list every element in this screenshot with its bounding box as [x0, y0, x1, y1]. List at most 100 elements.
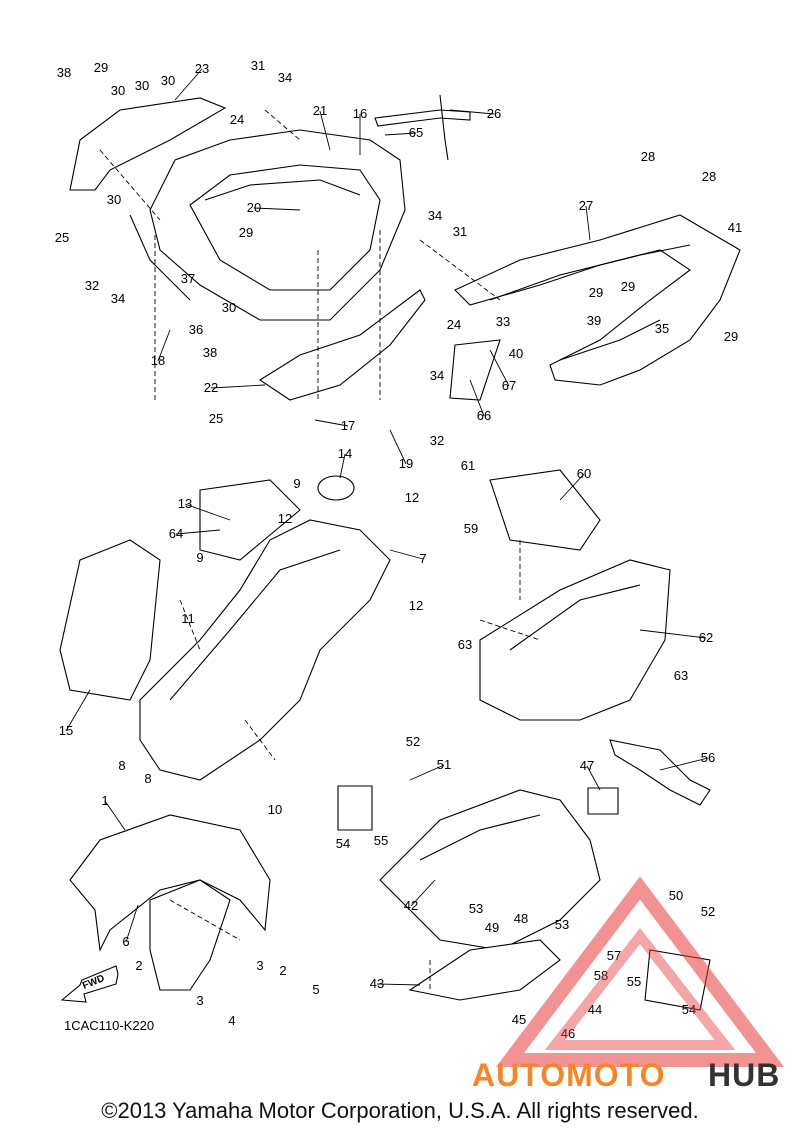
leader-line-67 — [489, 349, 510, 387]
callout-12: 12 — [278, 511, 292, 526]
callout-54: 54 — [682, 1002, 696, 1017]
callout-29: 29 — [94, 60, 108, 75]
callout-51: 51 — [437, 757, 451, 772]
callout-17: 17 — [341, 418, 355, 433]
callout-34: 34 — [278, 70, 292, 85]
watermark-automoto: AUTOMOTO — [472, 1057, 665, 1093]
leader-line-56 — [659, 757, 709, 771]
callout-8: 8 — [118, 758, 125, 773]
callout-23: 23 — [195, 61, 209, 76]
callout-30: 30 — [135, 78, 149, 93]
callout-6: 6 — [122, 934, 129, 949]
callout-21: 21 — [313, 103, 327, 118]
callout-49: 49 — [485, 920, 499, 935]
callout-27: 27 — [579, 198, 593, 213]
leader-line-7 — [389, 549, 424, 560]
callout-1: 1 — [101, 793, 108, 808]
callout-9: 9 — [293, 476, 300, 491]
callout-47: 47 — [580, 758, 594, 773]
leader-line-26 — [449, 109, 495, 115]
callout-15: 15 — [59, 723, 73, 738]
callout-29: 29 — [724, 329, 738, 344]
callout-42: 42 — [404, 898, 418, 913]
callout-62: 62 — [699, 630, 713, 645]
callout-32: 32 — [430, 433, 444, 448]
callout-30: 30 — [161, 73, 175, 88]
leader-line-6 — [125, 904, 139, 943]
callout-29: 29 — [589, 285, 603, 300]
leader-line-13 — [184, 503, 231, 521]
callout-31: 31 — [453, 224, 467, 239]
leader-line-62 — [639, 629, 707, 639]
callout-34: 34 — [111, 291, 125, 306]
callout-46: 46 — [561, 1026, 575, 1041]
callout-3: 3 — [196, 993, 203, 1008]
leader-line-18 — [157, 329, 171, 362]
callout-26: 26 — [487, 106, 501, 121]
callout-24: 24 — [447, 317, 461, 332]
callout-22: 22 — [204, 380, 218, 395]
callout-34: 34 — [430, 368, 444, 383]
leader-line-23 — [174, 68, 203, 101]
callout-24: 24 — [230, 112, 244, 127]
callout-31: 31 — [251, 58, 265, 73]
watermark-triangle — [495, 876, 785, 1067]
leader-line-64 — [175, 529, 221, 535]
callout-50: 50 — [669, 888, 683, 903]
callout-38: 38 — [203, 345, 217, 360]
seat-cowl-assembly — [69, 97, 426, 401]
callout-11: 11 — [181, 611, 195, 626]
callout-64: 64 — [169, 526, 183, 541]
callout-60: 60 — [577, 466, 591, 481]
watermark-hub: HUB — [708, 1057, 780, 1093]
leader-line-17 — [314, 419, 349, 427]
callout-leaders — [65, 68, 709, 986]
callout-63: 63 — [674, 668, 688, 683]
callout-4: 4 — [228, 1013, 235, 1028]
callout-56: 56 — [701, 750, 715, 765]
callout-41: 41 — [728, 220, 742, 235]
callout-10: 10 — [268, 802, 282, 817]
callout-25: 25 — [55, 230, 69, 245]
callout-40: 40 — [509, 346, 523, 361]
callout-61: 61 — [461, 458, 475, 473]
leader-line-20 — [253, 207, 301, 211]
leader-line-66 — [469, 379, 485, 417]
callout-29: 29 — [621, 279, 635, 294]
leader-line-22 — [210, 384, 266, 389]
callout-63: 63 — [458, 637, 472, 652]
callout-12: 12 — [409, 598, 423, 613]
callout-66: 66 — [477, 408, 491, 423]
callout-16: 16 — [353, 106, 367, 121]
leader-line-60 — [559, 473, 585, 501]
callout-13: 13 — [178, 496, 192, 511]
callout-28: 28 — [641, 149, 655, 164]
leader-line-14 — [339, 453, 346, 479]
callout-55: 55 — [374, 833, 388, 848]
callout-57: 57 — [607, 948, 621, 963]
callout-58: 58 — [594, 968, 608, 983]
callout-35: 35 — [655, 321, 669, 336]
callout-25: 25 — [209, 411, 223, 426]
callout-55: 55 — [627, 974, 641, 989]
leader-line-21 — [319, 110, 331, 151]
front-fender — [69, 814, 271, 991]
callout-30: 30 — [107, 192, 121, 207]
leader-line-19 — [389, 429, 407, 465]
callout-20: 20 — [247, 200, 261, 215]
callout-33: 33 — [496, 314, 510, 329]
fwd-arrow-icon: FWD — [60, 965, 119, 1003]
leader-line-43 — [376, 983, 421, 986]
assembly-lines — [99, 109, 541, 990]
callout-52: 52 — [701, 904, 715, 919]
callout-52: 52 — [406, 734, 420, 749]
seat-band — [374, 94, 501, 401]
callout-5: 5 — [312, 982, 319, 997]
leader-line-27 — [585, 205, 591, 241]
callout-3: 3 — [256, 958, 263, 973]
callout-48: 48 — [514, 911, 528, 926]
automotohub-watermark: AUTOMOTO HUB — [472, 876, 785, 1093]
callout-44: 44 — [588, 1002, 602, 1017]
tail-cover — [479, 469, 671, 721]
